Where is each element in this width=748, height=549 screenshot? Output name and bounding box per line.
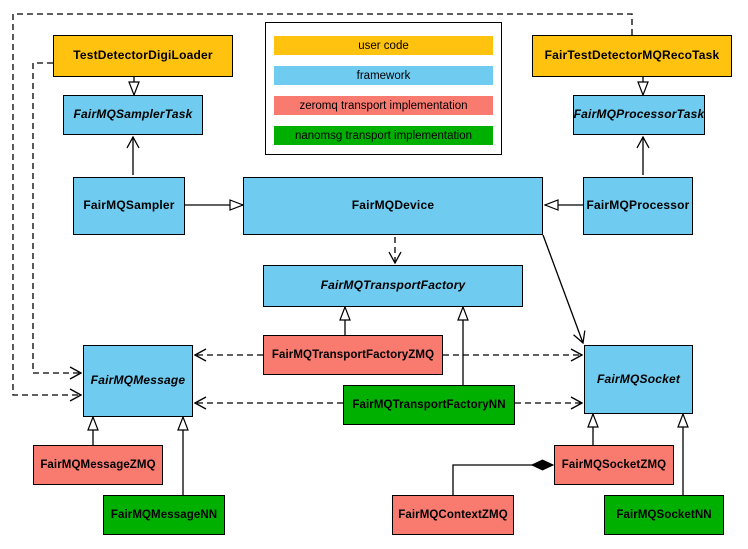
legend-item-nanomsg: nanomsg transport implementation	[274, 126, 493, 145]
node-fairmqmessage: FairMQMessage	[83, 345, 193, 417]
node-fairmqsocketzmq: FairMQSocketZMQ	[554, 445, 674, 485]
node-fairmqprocessor: FairMQProcessor	[583, 177, 693, 235]
edge-socketzmq-owns-contextzmq	[452, 465, 553, 495]
edge-recotask-creates-message	[12, 13, 633, 395]
legend: user code framework zeromq transport imp…	[265, 22, 502, 155]
node-fairmqsamplertask: FairMQSamplerTask	[63, 95, 203, 135]
node-fairmqsocketnn: FairMQSocketNN	[604, 495, 724, 535]
legend-item-user-code: user code	[274, 36, 493, 55]
node-fairmqmessagezmq: FairMQMessageZMQ	[33, 445, 163, 485]
node-fairmqtransportfactorynn: FairMQTransportFactoryNN	[343, 385, 515, 425]
node-fairmqsocket: FairMQSocket	[584, 345, 693, 414]
node-fairmqsampler: FairMQSampler	[73, 177, 185, 235]
node-fairmqprocessortask: FairMQProcessorTask	[573, 95, 705, 135]
node-fairmqmessagenn: FairMQMessageNN	[103, 495, 225, 535]
node-testdetectordigiloader: TestDetectorDigiLoader	[53, 35, 233, 77]
node-fairmqtransportfactory: FairMQTransportFactory	[263, 265, 523, 307]
legend-item-zeromq: zeromq transport implementation	[274, 96, 493, 115]
legend-item-framework: framework	[274, 66, 493, 85]
node-fairmqdevice: FairMQDevice	[243, 177, 543, 235]
edge-device-uses-socket	[542, 234, 583, 343]
node-fairmqcontextzmq: FairMQContextZMQ	[392, 495, 514, 535]
node-fairtestdetectormqrecotask: FairTestDetectorMQRecoTask	[532, 35, 732, 77]
node-fairmqtransportfactoryzmq: FairMQTransportFactoryZMQ	[263, 335, 443, 375]
edge-digiloader-creates-message	[32, 62, 81, 373]
